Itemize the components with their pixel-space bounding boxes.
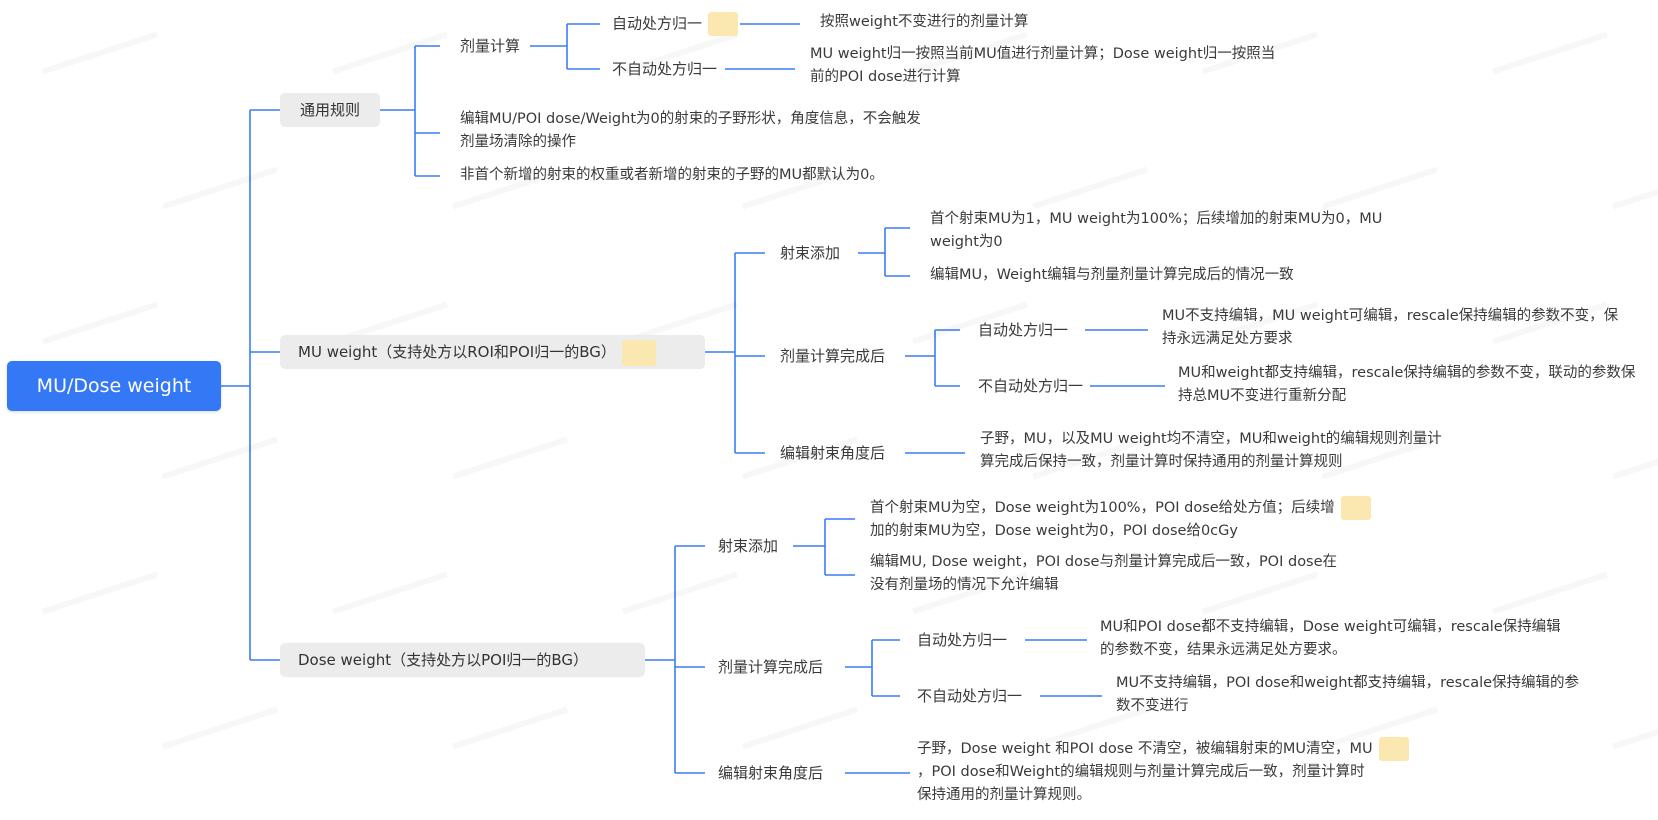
desc-line: MU和weight都支持编辑，rescale保持编辑的参数不变，联动的参数保 (1178, 365, 1636, 381)
mu-add-beam-rule1: 首个射束MU为1，MU weight为100%；后续增加的射束MU为0，MU w… (930, 208, 1382, 254)
general-auto-norm-desc: 按照weight不变进行的剂量计算 (820, 14, 1029, 30)
mu-weight-label: MU weight（支持处方以ROI和POI归一的BG） (298, 343, 616, 361)
dose-non-auto-norm-desc: MU不支持编辑，POI dose和weight都支持编辑，rescale保持编辑… (1116, 672, 1579, 718)
highlight-mark (708, 12, 739, 36)
dose-weight-node[interactable]: Dose weight（支持处方以POI归一的BG） (280, 643, 645, 677)
desc-line: MU不支持编辑，POI dose和weight都支持编辑，rescale保持编辑… (1116, 675, 1580, 691)
desc-line: 剂量场清除的操作 (460, 134, 576, 150)
mu-edit-angle-node[interactable]: 编辑射束角度后 (780, 444, 886, 462)
desc-line: 子野，MU，以及MU weight均不清空，MU和weight的编辑规则剂量计 (980, 431, 1442, 447)
dose-add-beam-node[interactable]: 射束添加 (718, 537, 779, 555)
general-dose-calc-node[interactable]: 剂量计算 (460, 37, 521, 55)
general-non-auto-norm-node[interactable]: 不自动处方归一 (612, 60, 718, 78)
highlight-mark (621, 339, 656, 366)
desc-line: 的参数不变，结果永远满足处方要求。 (1100, 642, 1347, 658)
general-auto-norm-node[interactable]: 自动处方归一 (612, 12, 739, 36)
mu-after-calc-node[interactable]: 剂量计算完成后 (780, 347, 886, 365)
dose-non-auto-norm-node[interactable]: 不自动处方归一 (917, 687, 1023, 705)
dose-edit-angle-desc: 子野，Dose weight 和POI dose 不清空，被编辑射束的MU清空，… (917, 737, 1409, 807)
desc-text: 子野，Dose weight 和POI dose 不清空，被编辑射束的MU清空，… (917, 741, 1373, 757)
desc-line: 首个射束MU为空，Dose weight为100%，POI dose给处方值；后… (870, 496, 1371, 520)
desc-line: 子野，Dose weight 和POI dose 不清空，被编辑射束的MU清空，… (917, 737, 1409, 761)
desc-line: 算完成后保持一致，剂量计算时保持通用的剂量计算规则 (980, 454, 1343, 470)
general-rules-node[interactable]: 通用规则 (280, 93, 380, 127)
general-new-beam-rule: 非首个新增的射束的权重或者新增的射束的子野的MU都默认为0。 (460, 167, 884, 183)
desc-line: 加的射束MU为空，Dose weight为0，POI dose给0cGy (870, 523, 1238, 539)
dose-edit-angle-node[interactable]: 编辑射束角度后 (718, 764, 824, 782)
desc-line: 数不变进行 (1116, 698, 1189, 714)
mu-non-auto-norm-node[interactable]: 不自动处方归一 (978, 377, 1084, 395)
mu-weight-node[interactable]: MU weight（支持处方以ROI和POI归一的BG） (280, 335, 705, 369)
mu-non-auto-norm-desc: MU和weight都支持编辑，rescale保持编辑的参数不变，联动的参数保 持… (1178, 362, 1635, 408)
dose-auto-norm-node[interactable]: 自动处方归一 (917, 631, 1008, 649)
desc-text: 首个射束MU为空，Dose weight为100%，POI dose给处方值；后… (870, 500, 1335, 516)
general-non-auto-norm-desc: MU weight归一按照当前MU值进行剂量计算；Dose weight归一按照… (810, 43, 1275, 89)
desc-line: MU和POI dose都不支持编辑，Dose weight可编辑，rescale… (1100, 619, 1561, 635)
desc-line: 没有剂量场的情况下允许编辑 (870, 577, 1059, 593)
general-auto-norm-label: 自动处方归一 (612, 14, 703, 33)
mu-auto-norm-desc: MU不支持编辑，MU weight可编辑，rescale保持编辑的参数不变，保 … (1162, 305, 1618, 351)
desc-line: 编辑MU/POI dose/Weight为0的射束的子野形状，角度信息，不会触发 (460, 111, 921, 127)
desc-line: 编辑MU, Dose weight，POI dose与剂量计算完成后一致，POI… (870, 554, 1338, 570)
desc-line: 首个射束MU为1，MU weight为100%；后续增加的射束MU为0，MU (930, 211, 1383, 227)
dose-auto-norm-desc: MU和POI dose都不支持编辑，Dose weight可编辑，rescale… (1100, 616, 1561, 662)
highlight-mark (1378, 737, 1409, 761)
desc-line: MU不支持编辑，MU weight可编辑，rescale保持编辑的参数不变，保 (1162, 308, 1619, 324)
desc-line: 保持通用的剂量计算规则。 (917, 787, 1091, 803)
desc-line: MU weight归一按照当前MU值进行剂量计算；Dose weight归一按照… (810, 46, 1276, 62)
desc-line: ，POI dose和Weight的编辑规则与剂量计算完成后一致，剂量计算时 (917, 764, 1365, 780)
desc-line: 持永远满足处方要求 (1162, 331, 1293, 347)
mu-add-beam-rule2: 编辑MU，Weight编辑与剂量剂量计算完成后的情况一致 (930, 267, 1294, 283)
highlight-mark (1340, 496, 1371, 520)
dose-add-beam-rule1: 首个射束MU为空，Dose weight为100%，POI dose给处方值；后… (870, 496, 1371, 543)
desc-line: 持总MU不变进行重新分配 (1178, 388, 1347, 404)
desc-line: weight为0 (930, 234, 1003, 250)
mu-edit-angle-desc: 子野，MU，以及MU weight均不清空，MU和weight的编辑规则剂量计 … (980, 428, 1442, 474)
general-edit-zero-rule: 编辑MU/POI dose/Weight为0的射束的子野形状，角度信息，不会触发… (460, 108, 921, 154)
root-node[interactable]: MU/Dose weight (7, 361, 221, 411)
desc-line: 前的POI dose进行计算 (810, 69, 961, 85)
dose-add-beam-rule2: 编辑MU, Dose weight，POI dose与剂量计算完成后一致，POI… (870, 551, 1337, 597)
dose-after-calc-node[interactable]: 剂量计算完成后 (718, 658, 824, 676)
mu-add-beam-node[interactable]: 射束添加 (780, 244, 841, 262)
mu-auto-norm-node[interactable]: 自动处方归一 (978, 321, 1069, 339)
